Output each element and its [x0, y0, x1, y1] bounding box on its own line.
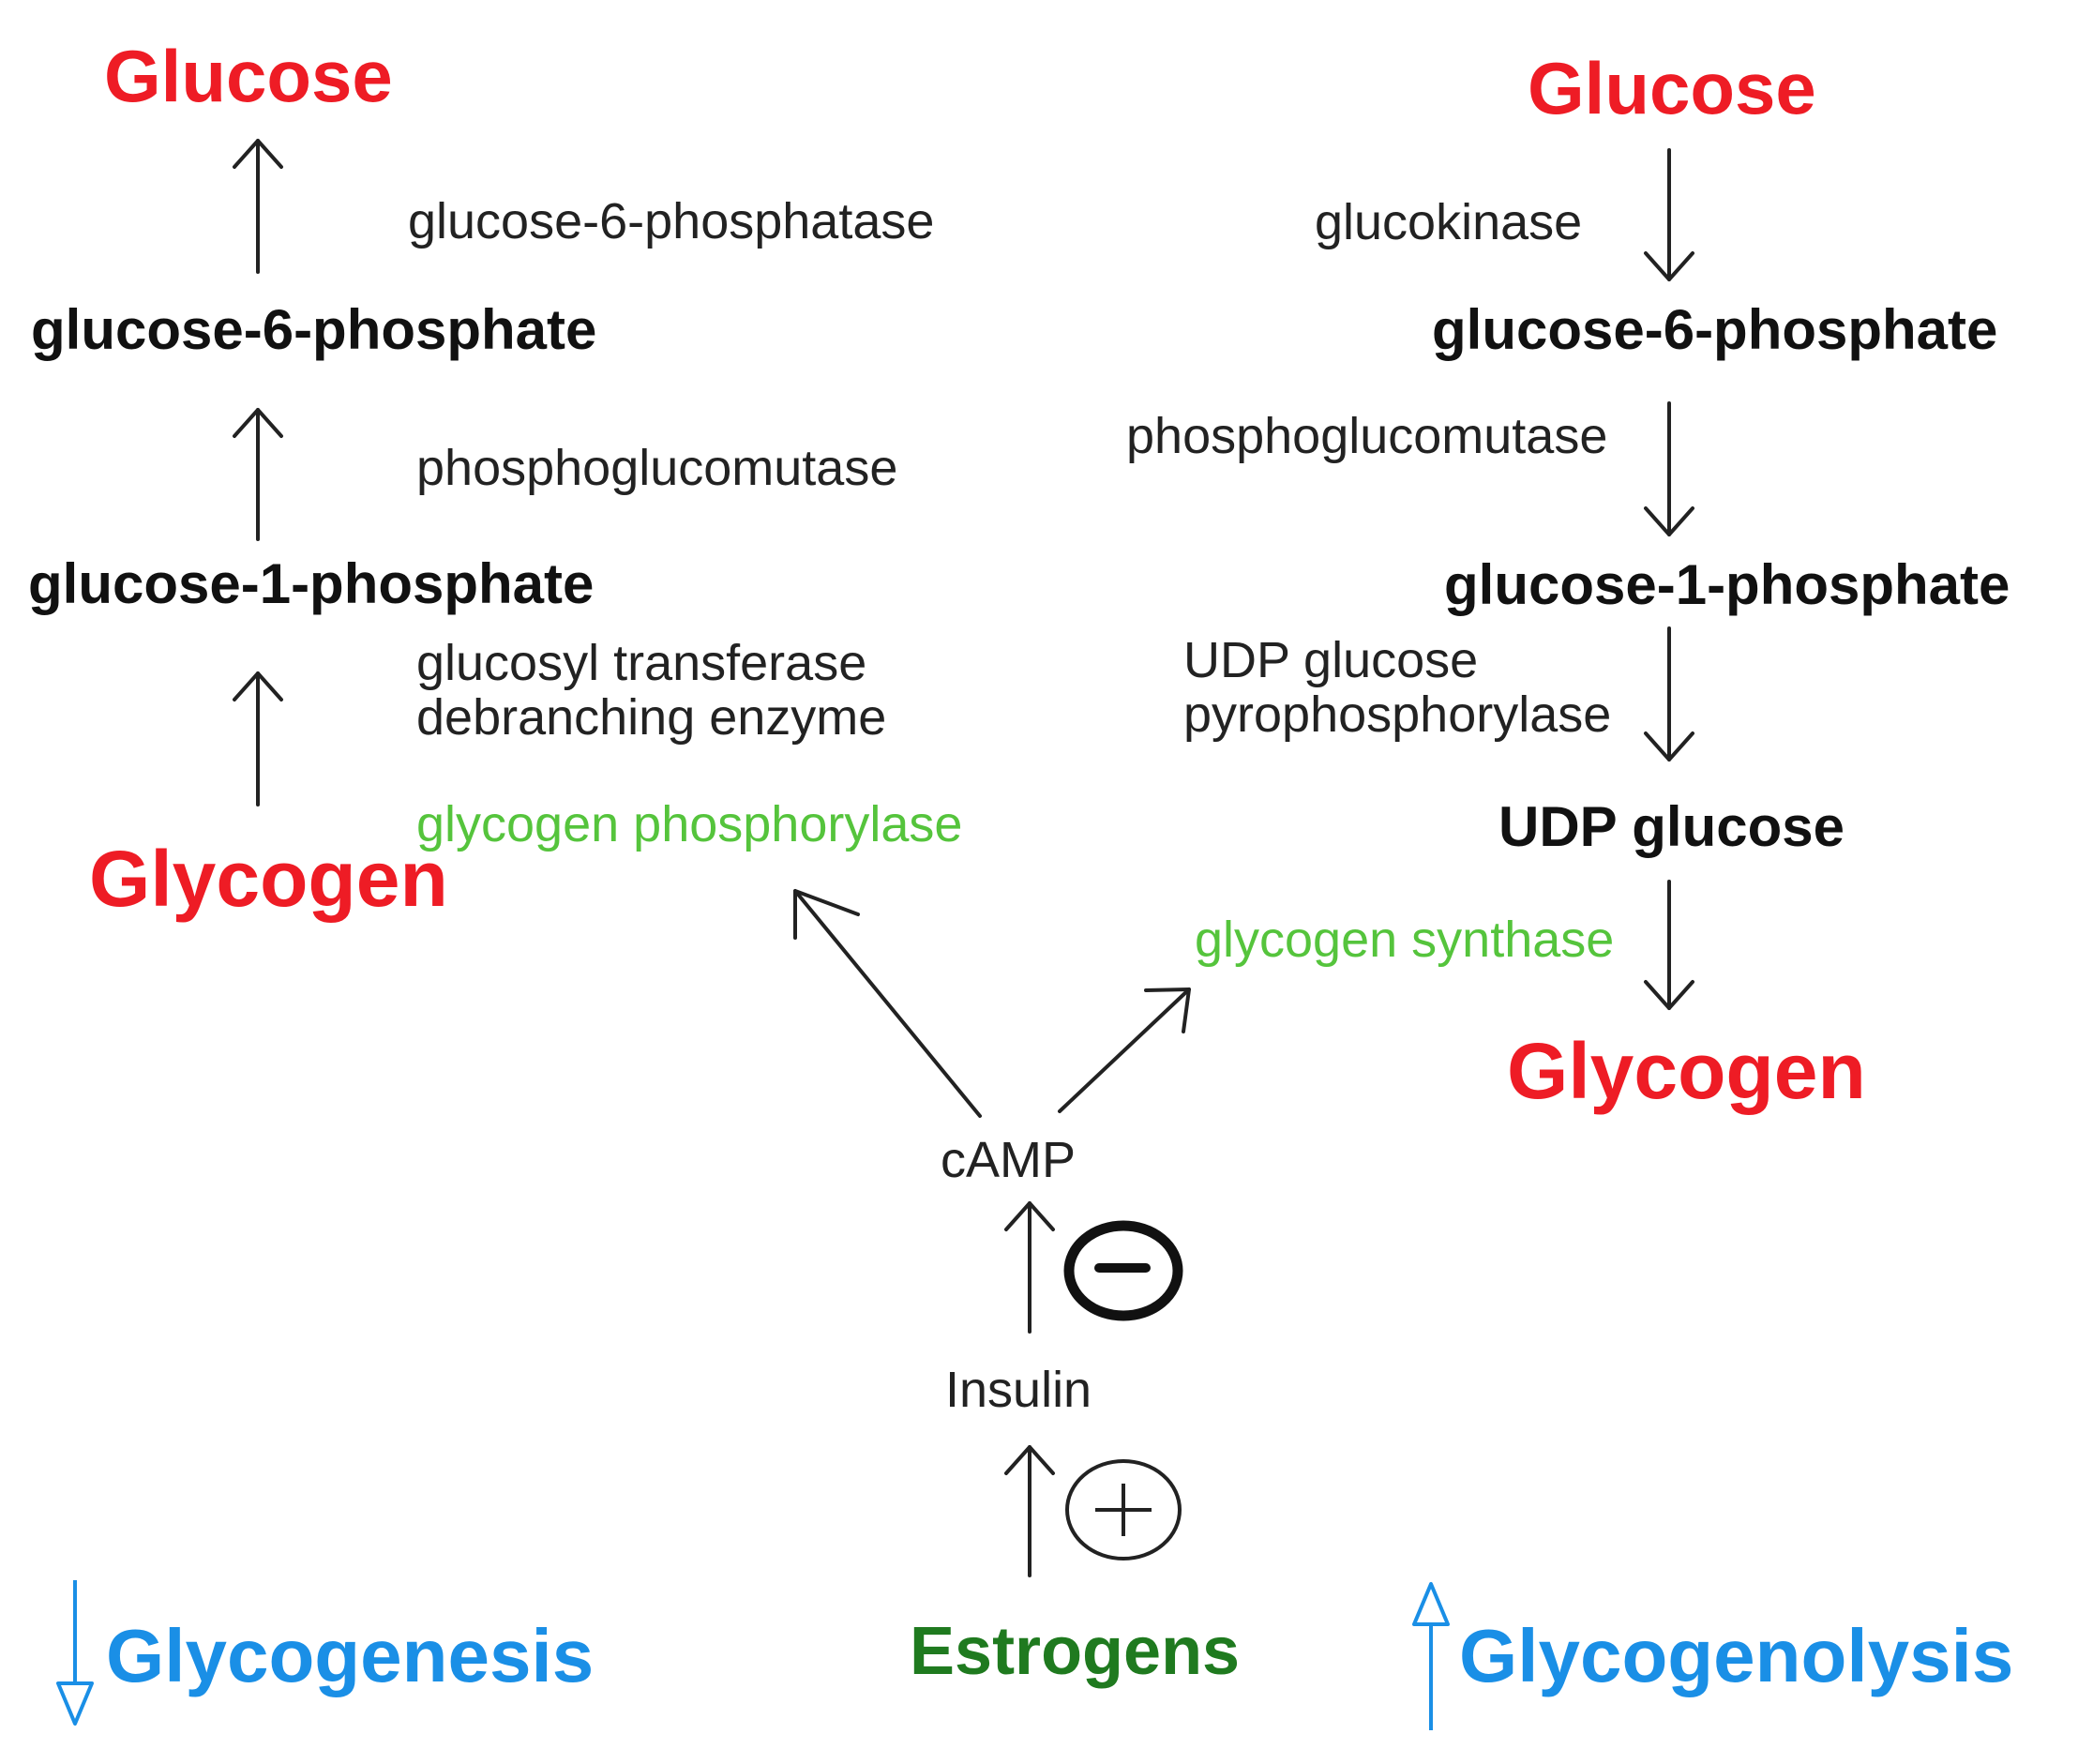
left-glucose-label: Glucose — [104, 35, 393, 117]
right-enzyme-pyrophosphorylase-line2: pyrophosphorylase — [1183, 686, 1612, 743]
arrow-g6p-to-glucose — [233, 139, 283, 274]
estrogens-label: Estrogens — [910, 1614, 1241, 1689]
left-enzyme-glucosyl-transferase: glucosyl transferase — [416, 635, 867, 691]
arrow-glycogen-to-g1p — [233, 671, 283, 807]
left-glycogen-label: Glycogen — [89, 835, 448, 923]
camp-label: cAMP — [941, 1132, 1077, 1188]
insulin-label: Insulin — [945, 1362, 1092, 1418]
right-enzyme-udp-glucose-line1: UDP glucose — [1183, 632, 1479, 688]
arrow-g6p-to-g1p-right — [1644, 401, 1694, 536]
right-enzyme-glycogen-synthase: glycogen synthase — [1195, 912, 1615, 968]
right-enzyme-glucokinase: glucokinase — [1315, 194, 1583, 250]
arrow-insulin-to-camp — [1004, 1201, 1055, 1334]
right-glucose-label: Glucose — [1528, 47, 1816, 129]
left-enzyme-phosphoglucomutase: phosphoglucomutase — [416, 440, 898, 496]
stimulate-icon — [1065, 1459, 1182, 1560]
left-glucose-1-phosphate: glucose-1-phosphate — [28, 552, 595, 615]
left-glucose-6-phosphate: glucose-6-phosphate — [31, 298, 597, 361]
glycogenesis-label: Glycogenesis — [106, 1614, 595, 1697]
arrow-camp-to-glycogen-phosphorylase — [793, 889, 982, 1118]
left-enzyme-debranching-enzyme: debranching enzyme — [416, 689, 887, 746]
arrow-g1p-to-g6p — [233, 408, 283, 541]
arrow-camp-to-glycogen-synthase — [1058, 988, 1191, 1113]
glycogenolysis-label: Glycogenolysis — [1459, 1614, 2014, 1697]
arrow-udp-glucose-to-glycogen — [1644, 880, 1694, 1010]
arrow-glucose-to-g6p — [1644, 148, 1694, 281]
up-arrow-icon — [1412, 1582, 1450, 1730]
left-enzyme-glycogen-phosphorylase: glycogen phosphorylase — [416, 796, 963, 852]
inhibit-icon — [1063, 1220, 1183, 1321]
arrow-g1p-to-udp-glucose — [1644, 626, 1694, 761]
right-glucose-6-phosphate: glucose-6-phosphate — [1432, 298, 1998, 361]
right-udp-glucose: UDP glucose — [1498, 795, 1845, 858]
down-arrow-icon — [56, 1580, 94, 1726]
right-glucose-1-phosphate: glucose-1-phosphate — [1444, 553, 2010, 616]
right-glycogen-label: Glycogen — [1507, 1027, 1866, 1115]
right-enzyme-phosphoglucomutase: phosphoglucomutase — [1126, 408, 1608, 464]
arrow-estrogens-to-insulin — [1004, 1445, 1055, 1577]
left-enzyme-glucose-6-phosphatase: glucose-6-phosphatase — [408, 193, 935, 249]
